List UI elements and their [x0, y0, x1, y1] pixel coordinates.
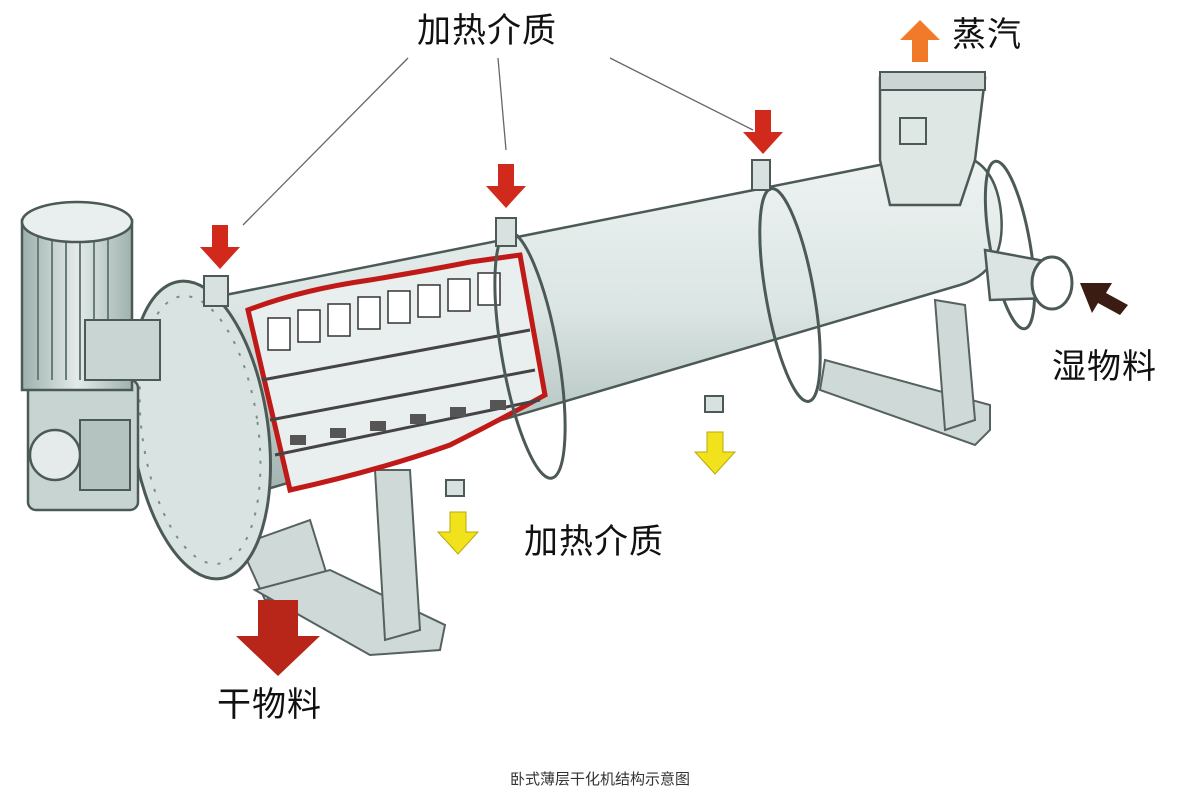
- figure-caption: 卧式薄层干化机结构示意图: [509, 770, 690, 788]
- support-legs: [238, 298, 991, 657]
- heating-inlet-arrows: [200, 110, 783, 269]
- leader-lines: [242, 57, 754, 226]
- heating-outlet-arrows: [436, 431, 737, 555]
- steam-outlet: [878, 71, 987, 207]
- wet-inlet-pipe: [983, 248, 1074, 311]
- dry-material-arrow: [236, 600, 320, 676]
- label-heating-bottom: 加热介质: [524, 522, 664, 562]
- motor-gearbox: [20, 200, 161, 512]
- steam-arrow: [900, 20, 940, 62]
- label-dry-material: 干物料: [217, 685, 322, 725]
- wet-material-arrow: [1080, 283, 1128, 315]
- label-wet-material: 湿物料: [1052, 347, 1157, 387]
- label-steam: 蒸汽: [952, 15, 1022, 55]
- label-heating-top: 加热介质: [417, 11, 557, 51]
- heating-nozzles: [203, 159, 771, 497]
- rotor-cutaway: [245, 252, 548, 493]
- end-cap-left: [128, 279, 272, 581]
